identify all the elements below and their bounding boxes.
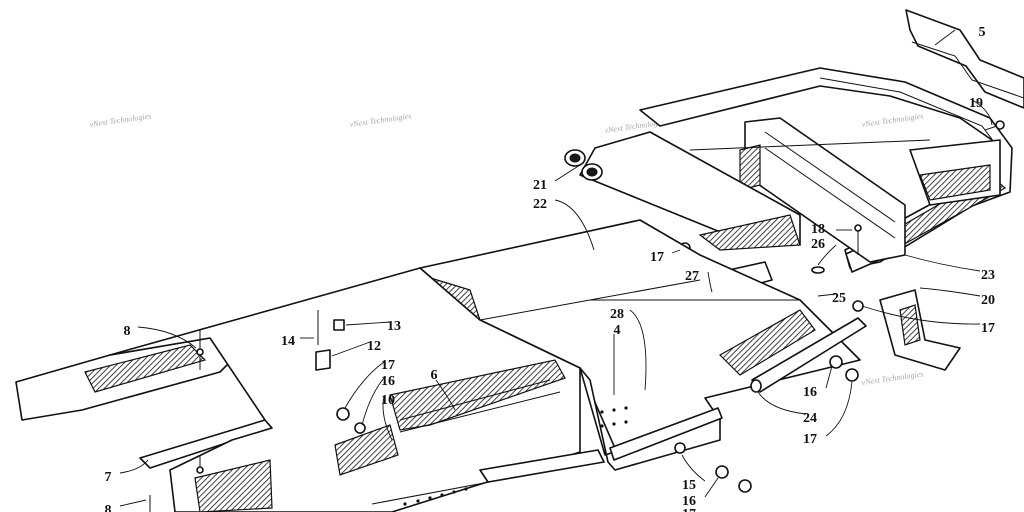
callout-c18: 18 bbox=[811, 222, 825, 237]
leader-lines bbox=[119, 29, 993, 507]
callout-c16c: 16 bbox=[682, 494, 696, 509]
callout-c17b: 17 bbox=[981, 321, 995, 336]
callout-c13: 13 bbox=[387, 319, 401, 334]
callout-c12: 12 bbox=[367, 339, 381, 354]
callout-c21: 21 bbox=[533, 178, 547, 193]
watermark-text: vNext Technologies bbox=[89, 111, 152, 129]
part-24-rod bbox=[750, 289, 961, 393]
callout-c27: 27 bbox=[685, 269, 699, 284]
hardware-left bbox=[149, 310, 752, 512]
callout-c22: 22 bbox=[533, 197, 547, 212]
callout-c24: 24 bbox=[803, 411, 817, 426]
callout-c14: 14 bbox=[281, 334, 295, 349]
callout-c17a: 17 bbox=[650, 250, 664, 265]
part-5-flap bbox=[905, 9, 1024, 109]
left-running-board bbox=[15, 337, 273, 469]
callout-c10: 10 bbox=[381, 393, 395, 408]
callout-c17e: 17 bbox=[682, 507, 696, 512]
watermark-text: vNext Technologies bbox=[861, 111, 924, 129]
callout-c25: 25 bbox=[832, 291, 846, 306]
callout-c8b: 8 bbox=[105, 503, 112, 512]
center-body-panel bbox=[109, 267, 605, 512]
callout-c15: 15 bbox=[682, 478, 696, 493]
callout-c17c: 17 bbox=[381, 358, 395, 373]
callout-c7: 7 bbox=[105, 470, 112, 485]
callout-c23: 23 bbox=[981, 268, 995, 283]
bracket-assembly bbox=[689, 117, 1001, 263]
rivet-pattern bbox=[403, 406, 628, 506]
tunnel-frame bbox=[419, 219, 861, 471]
watermark-text: vNext Technologies bbox=[861, 369, 924, 387]
callout-c8a: 8 bbox=[124, 324, 131, 339]
part-21-hitch-tube bbox=[564, 131, 801, 251]
callout-c26: 26 bbox=[811, 237, 825, 252]
callout-c16a: 16 bbox=[381, 374, 395, 389]
callout-c28: 28 bbox=[610, 307, 624, 322]
callout-c17d: 17 bbox=[803, 432, 817, 447]
callout-c6: 6 bbox=[431, 368, 438, 383]
watermark-text: vNext Technologies bbox=[349, 111, 412, 129]
callout-c5: 5 bbox=[979, 25, 986, 40]
callout-c20: 20 bbox=[981, 293, 995, 308]
callout-c19: 19 bbox=[969, 96, 983, 111]
callout-c4: 4 bbox=[614, 323, 621, 338]
callout-c16b: 16 bbox=[803, 385, 817, 400]
